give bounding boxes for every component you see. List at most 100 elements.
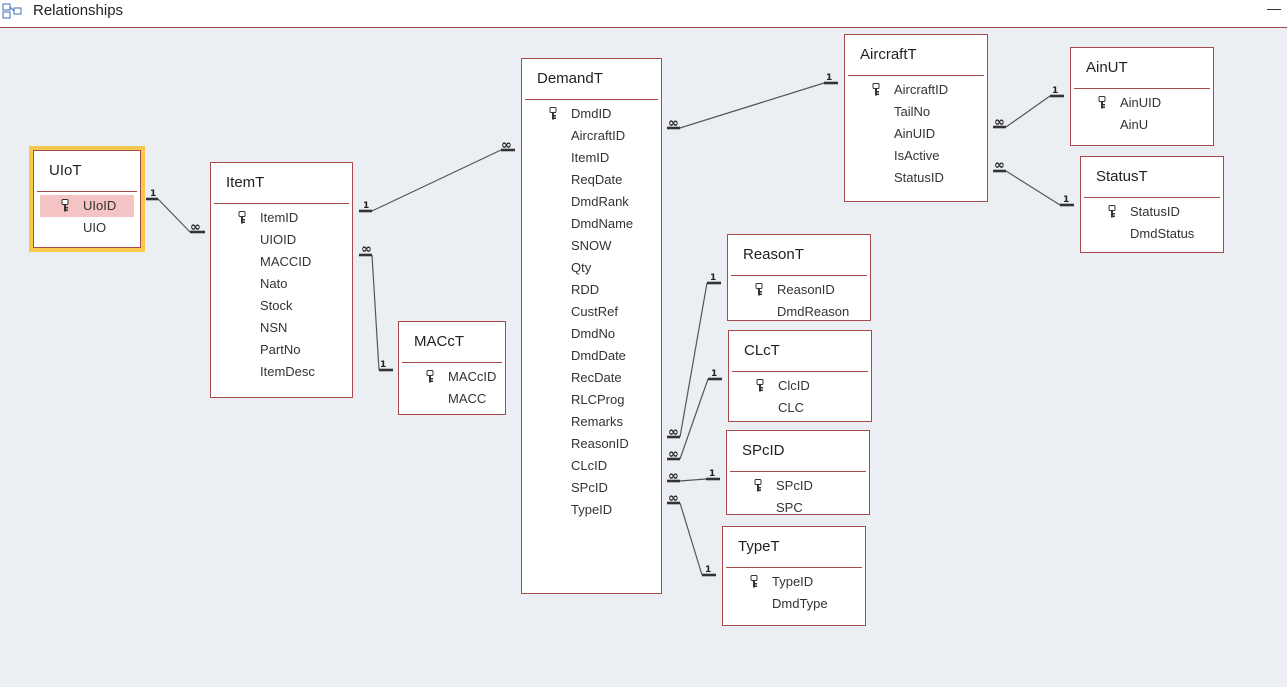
field-row[interactable]: RDD [528, 279, 655, 301]
field-row[interactable]: DmdNo [528, 323, 655, 345]
field-row[interactable]: DmdName [528, 213, 655, 235]
field-row[interactable]: MACC [405, 388, 499, 410]
field-row[interactable]: SPcID [528, 477, 655, 499]
field-row[interactable]: CustRef [528, 301, 655, 323]
table-title[interactable]: CLcT [744, 342, 780, 359]
field-row[interactable]: DmdReason [734, 301, 864, 323]
field-row[interactable]: UIO [40, 217, 134, 239]
field-row[interactable]: StatusID [851, 167, 981, 189]
table-title[interactable]: DemandT [537, 70, 603, 87]
table-title[interactable]: MACcT [414, 333, 464, 350]
field-list: TypeID DmdType [723, 568, 865, 615]
field-row[interactable]: TailNo [851, 101, 981, 123]
table-reasont[interactable]: ReasonT ReasonID DmdReason [727, 234, 871, 321]
primary-key-icon [872, 83, 880, 96]
field-name: ItemID [260, 210, 299, 225]
field-row[interactable]: UIOID [217, 229, 346, 251]
minimize-button[interactable] [1257, 0, 1287, 18]
field-row[interactable]: Remarks [528, 411, 655, 433]
field-row[interactable]: ReasonID [734, 279, 864, 301]
window-title: Relationships [33, 2, 124, 19]
field-row[interactable]: Qty [528, 257, 655, 279]
field-row[interactable]: ClcID [735, 375, 865, 397]
field-name: CustRef [571, 304, 618, 319]
field-row[interactable]: Nato [217, 273, 346, 295]
table-title[interactable]: ReasonT [743, 246, 804, 263]
title-bar: Relationships [0, 0, 1287, 28]
field-name: MACCID [260, 254, 312, 269]
primary-key-icon [1098, 96, 1106, 109]
table-title[interactable]: AinUT [1086, 59, 1128, 76]
table-ainut[interactable]: AinUT AinUID AinU [1070, 47, 1214, 146]
field-row[interactable]: AircraftID [528, 125, 655, 147]
field-row[interactable]: MACCID [217, 251, 346, 273]
field-row[interactable]: ItemID [528, 147, 655, 169]
field-row[interactable]: TypeID [528, 499, 655, 521]
field-name: MACC [448, 391, 487, 406]
table-title[interactable]: StatusT [1096, 168, 1148, 185]
table-macct[interactable]: MACcT MACcID MACC [398, 321, 506, 415]
field-name: ReasonID [777, 282, 835, 297]
field-row[interactable]: DmdID [528, 103, 655, 125]
field-row[interactable]: DmdDate [528, 345, 655, 367]
field-name: TypeID [772, 574, 814, 589]
field-row[interactable]: DmdRank [528, 191, 655, 213]
field-row[interactable]: IsActive [851, 145, 981, 167]
field-name: Stock [260, 298, 293, 313]
field-row[interactable]: StatusID [1087, 201, 1217, 223]
field-list: MACcID MACC [399, 363, 505, 410]
cardinality-one: 1 [711, 369, 717, 379]
field-row[interactable]: ReasonID [528, 433, 655, 455]
field-name: PartNo [260, 342, 301, 357]
field-row[interactable]: AinUID [1077, 92, 1207, 114]
field-row[interactable]: PartNo [217, 339, 346, 361]
field-list: AinUID AinU [1071, 89, 1213, 136]
field-name: AircraftID [894, 82, 949, 97]
table-typet[interactable]: TypeT TypeID DmdType [722, 526, 866, 626]
cardinality-many: ∞ [668, 447, 679, 462]
field-row[interactable]: SPcID [733, 475, 863, 497]
field-row[interactable]: AircraftID [851, 79, 981, 101]
field-row[interactable]: RecDate [528, 367, 655, 389]
table-title[interactable]: TypeT [738, 538, 780, 555]
table-title[interactable]: AircraftT [860, 46, 917, 63]
field-name: DmdReason [777, 304, 850, 319]
field-row[interactable]: DmdStatus [1087, 223, 1217, 245]
field-row[interactable]: SNOW [528, 235, 655, 257]
field-row[interactable]: ItemID [217, 207, 346, 229]
field-row[interactable]: RLCProg [528, 389, 655, 411]
field-row[interactable]: MACcID [405, 366, 499, 388]
table-title[interactable]: UIoT [49, 162, 82, 179]
field-row[interactable]: DmdType [729, 593, 859, 615]
field-row[interactable]: ItemDesc [217, 361, 346, 383]
table-title[interactable]: SPcID [742, 442, 785, 459]
field-row[interactable]: SPC [733, 497, 863, 519]
field-row[interactable]: CLcID [528, 455, 655, 477]
cardinality-many: ∞ [994, 158, 1005, 173]
field-name: RecDate [571, 370, 622, 385]
relationships-canvas[interactable]: 1 ∞ 1 ∞ ∞ 1 ∞ 1 ∞ 1 ∞ 1 ∞ 1 ∞ 1 ∞ 1 ∞ 1 … [0, 28, 1287, 659]
table-statust[interactable]: StatusT StatusID DmdStatus [1080, 156, 1224, 253]
field-row[interactable]: NSN [217, 317, 346, 339]
table-title[interactable]: ItemT [226, 174, 265, 191]
field-row[interactable]: UIoID [40, 195, 134, 217]
field-name: AinU [1120, 117, 1149, 132]
field-row[interactable]: AinU [1077, 114, 1207, 136]
field-row[interactable]: CLC [735, 397, 865, 419]
field-row[interactable]: Stock [217, 295, 346, 317]
field-row[interactable]: TypeID [729, 571, 859, 593]
field-row[interactable]: ReqDate [528, 169, 655, 191]
primary-key-icon [238, 211, 246, 224]
field-name: Qty [571, 260, 592, 275]
field-row[interactable]: AinUID [851, 123, 981, 145]
field-name: StatusID [1130, 204, 1180, 219]
field-name: DmdStatus [1130, 226, 1195, 241]
